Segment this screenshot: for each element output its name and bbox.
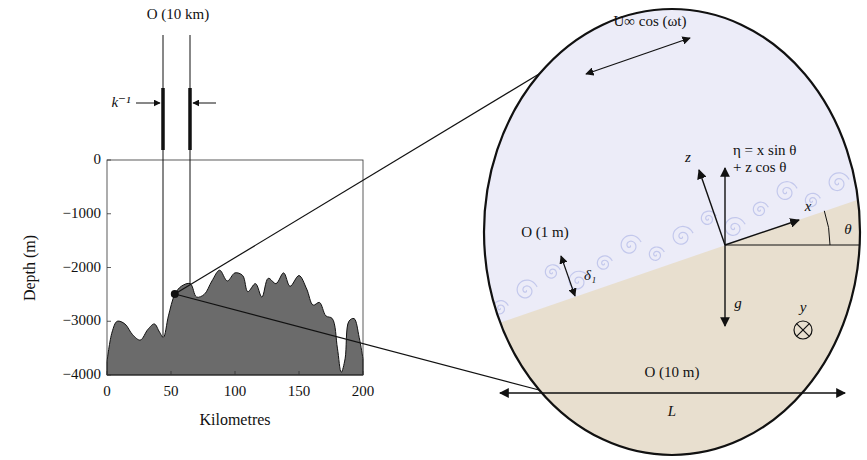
thickness-scale: O (1 m) bbox=[521, 224, 569, 241]
tick-label: 0 bbox=[103, 383, 111, 400]
tick-label: −3000 bbox=[63, 313, 101, 330]
tick-label: 150 bbox=[288, 383, 311, 400]
scale-line bbox=[163, 35, 164, 337]
zoom-line bbox=[175, 294, 539, 390]
axis-ticks bbox=[107, 160, 363, 375]
bathymetry-chart bbox=[107, 35, 363, 375]
tick-label: 50 bbox=[164, 383, 179, 400]
x-axis bbox=[725, 220, 799, 245]
axis-label: y bbox=[800, 299, 807, 316]
gravity-arrow bbox=[724, 245, 725, 326]
flow-label: U∞ cos (ωt) bbox=[613, 13, 686, 30]
z-axis bbox=[699, 170, 725, 245]
tick-label: 200 bbox=[352, 383, 375, 400]
scale-line bbox=[190, 35, 191, 284]
domain-label: L bbox=[668, 403, 676, 420]
plot-frame bbox=[107, 160, 363, 375]
eta-axis bbox=[724, 168, 725, 245]
scale-bar bbox=[161, 88, 165, 150]
tick-label: 100 bbox=[224, 383, 247, 400]
horizontal-line bbox=[725, 245, 867, 246]
domain-scale: O (10 m) bbox=[645, 364, 700, 381]
scale-label: O (10 km) bbox=[147, 6, 210, 23]
axis-label: x bbox=[805, 198, 812, 215]
y-axis-symbol bbox=[794, 321, 812, 339]
thickness-arrow bbox=[561, 256, 575, 296]
axis-label: z bbox=[685, 149, 691, 166]
tick-label: −1000 bbox=[63, 205, 101, 222]
width-arrow bbox=[193, 103, 216, 104]
tick-label: −4000 bbox=[63, 366, 101, 383]
angle-label: θ bbox=[844, 221, 851, 238]
zoom-circle bbox=[484, 9, 860, 455]
angle-arc bbox=[824, 211, 830, 245]
turbulence bbox=[493, 173, 849, 314]
tick-label: 0 bbox=[94, 151, 102, 168]
zoom-view bbox=[470, 0, 867, 460]
thickness-label: δ₁ bbox=[584, 267, 596, 284]
width-arrow bbox=[136, 103, 160, 104]
axis-title: Depth (m) bbox=[21, 235, 39, 301]
eta-label: η = x sin θ + z cos θ bbox=[733, 142, 803, 177]
flow-arrow bbox=[586, 38, 690, 74]
axis-title: Kilometres bbox=[199, 411, 270, 429]
domain-arrow bbox=[500, 392, 845, 393]
wavenumber-label: k⁻¹ bbox=[111, 94, 130, 111]
gravity-label: g bbox=[734, 295, 742, 312]
scale-bar bbox=[188, 88, 192, 150]
seafloor-profile bbox=[107, 270, 363, 375]
sediment bbox=[470, 192, 867, 460]
tick-label: −2000 bbox=[63, 259, 101, 276]
zoom-line bbox=[175, 74, 539, 294]
